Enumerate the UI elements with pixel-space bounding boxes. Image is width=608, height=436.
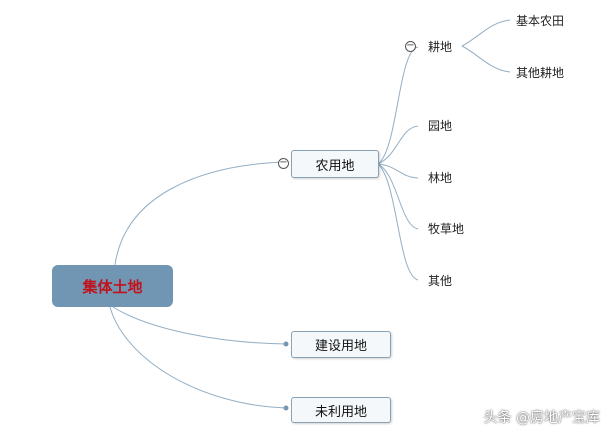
connector-end-dot xyxy=(283,341,289,347)
topic-qitagengdi[interactable]: 其他耕地 xyxy=(516,66,565,80)
connector-nongyongdi-gengdi xyxy=(377,46,419,165)
connector-gengdi-qitagengdi xyxy=(461,45,511,73)
topic-lindi[interactable]: 林地 xyxy=(428,171,453,185)
topic-gengdi[interactable]: 耕地 xyxy=(428,40,453,54)
topic-jibennongtian[interactable]: 基本农田 xyxy=(516,14,565,28)
connector-end-dot xyxy=(283,405,289,411)
topic-yuandi[interactable]: 园地 xyxy=(428,119,453,133)
branch-node-label: 未利用地 xyxy=(314,404,367,420)
root-node-label: 集体土地 xyxy=(82,277,143,296)
connector-root-weiliyong xyxy=(109,306,287,409)
connector-root-jianshe xyxy=(112,306,287,345)
collapse-toggle-icon[interactable]: − xyxy=(278,157,289,169)
connector-nongyongdi-lindi xyxy=(377,163,419,179)
branch-node-jianshe[interactable]: 建设用地 xyxy=(291,331,391,358)
topic-mucaodi[interactable]: 牧草地 xyxy=(428,222,465,236)
connector-nongyongdi-qita xyxy=(377,163,419,281)
root-node[interactable]: 集体土地 xyxy=(52,265,173,307)
connector-root-nongyongdi xyxy=(114,161,286,266)
connector-gengdi-jiben xyxy=(461,19,511,47)
connector-nongyongdi-yuandi xyxy=(377,125,419,165)
branch-node-label: 建设用地 xyxy=(314,339,367,354)
watermark-text: 头条 @房地产宝库 xyxy=(483,410,600,426)
connector-nongyongdi-mucaodi xyxy=(377,163,419,230)
branch-node-label: 农用地 xyxy=(315,158,355,174)
branch-node-weiliyong[interactable]: 未利用地 xyxy=(291,397,391,423)
collapse-toggle-icon[interactable]: − xyxy=(405,40,416,52)
topic-qita[interactable]: 其他 xyxy=(428,274,453,288)
branch-node-nongyongdi[interactable]: 农用地 xyxy=(291,150,379,178)
